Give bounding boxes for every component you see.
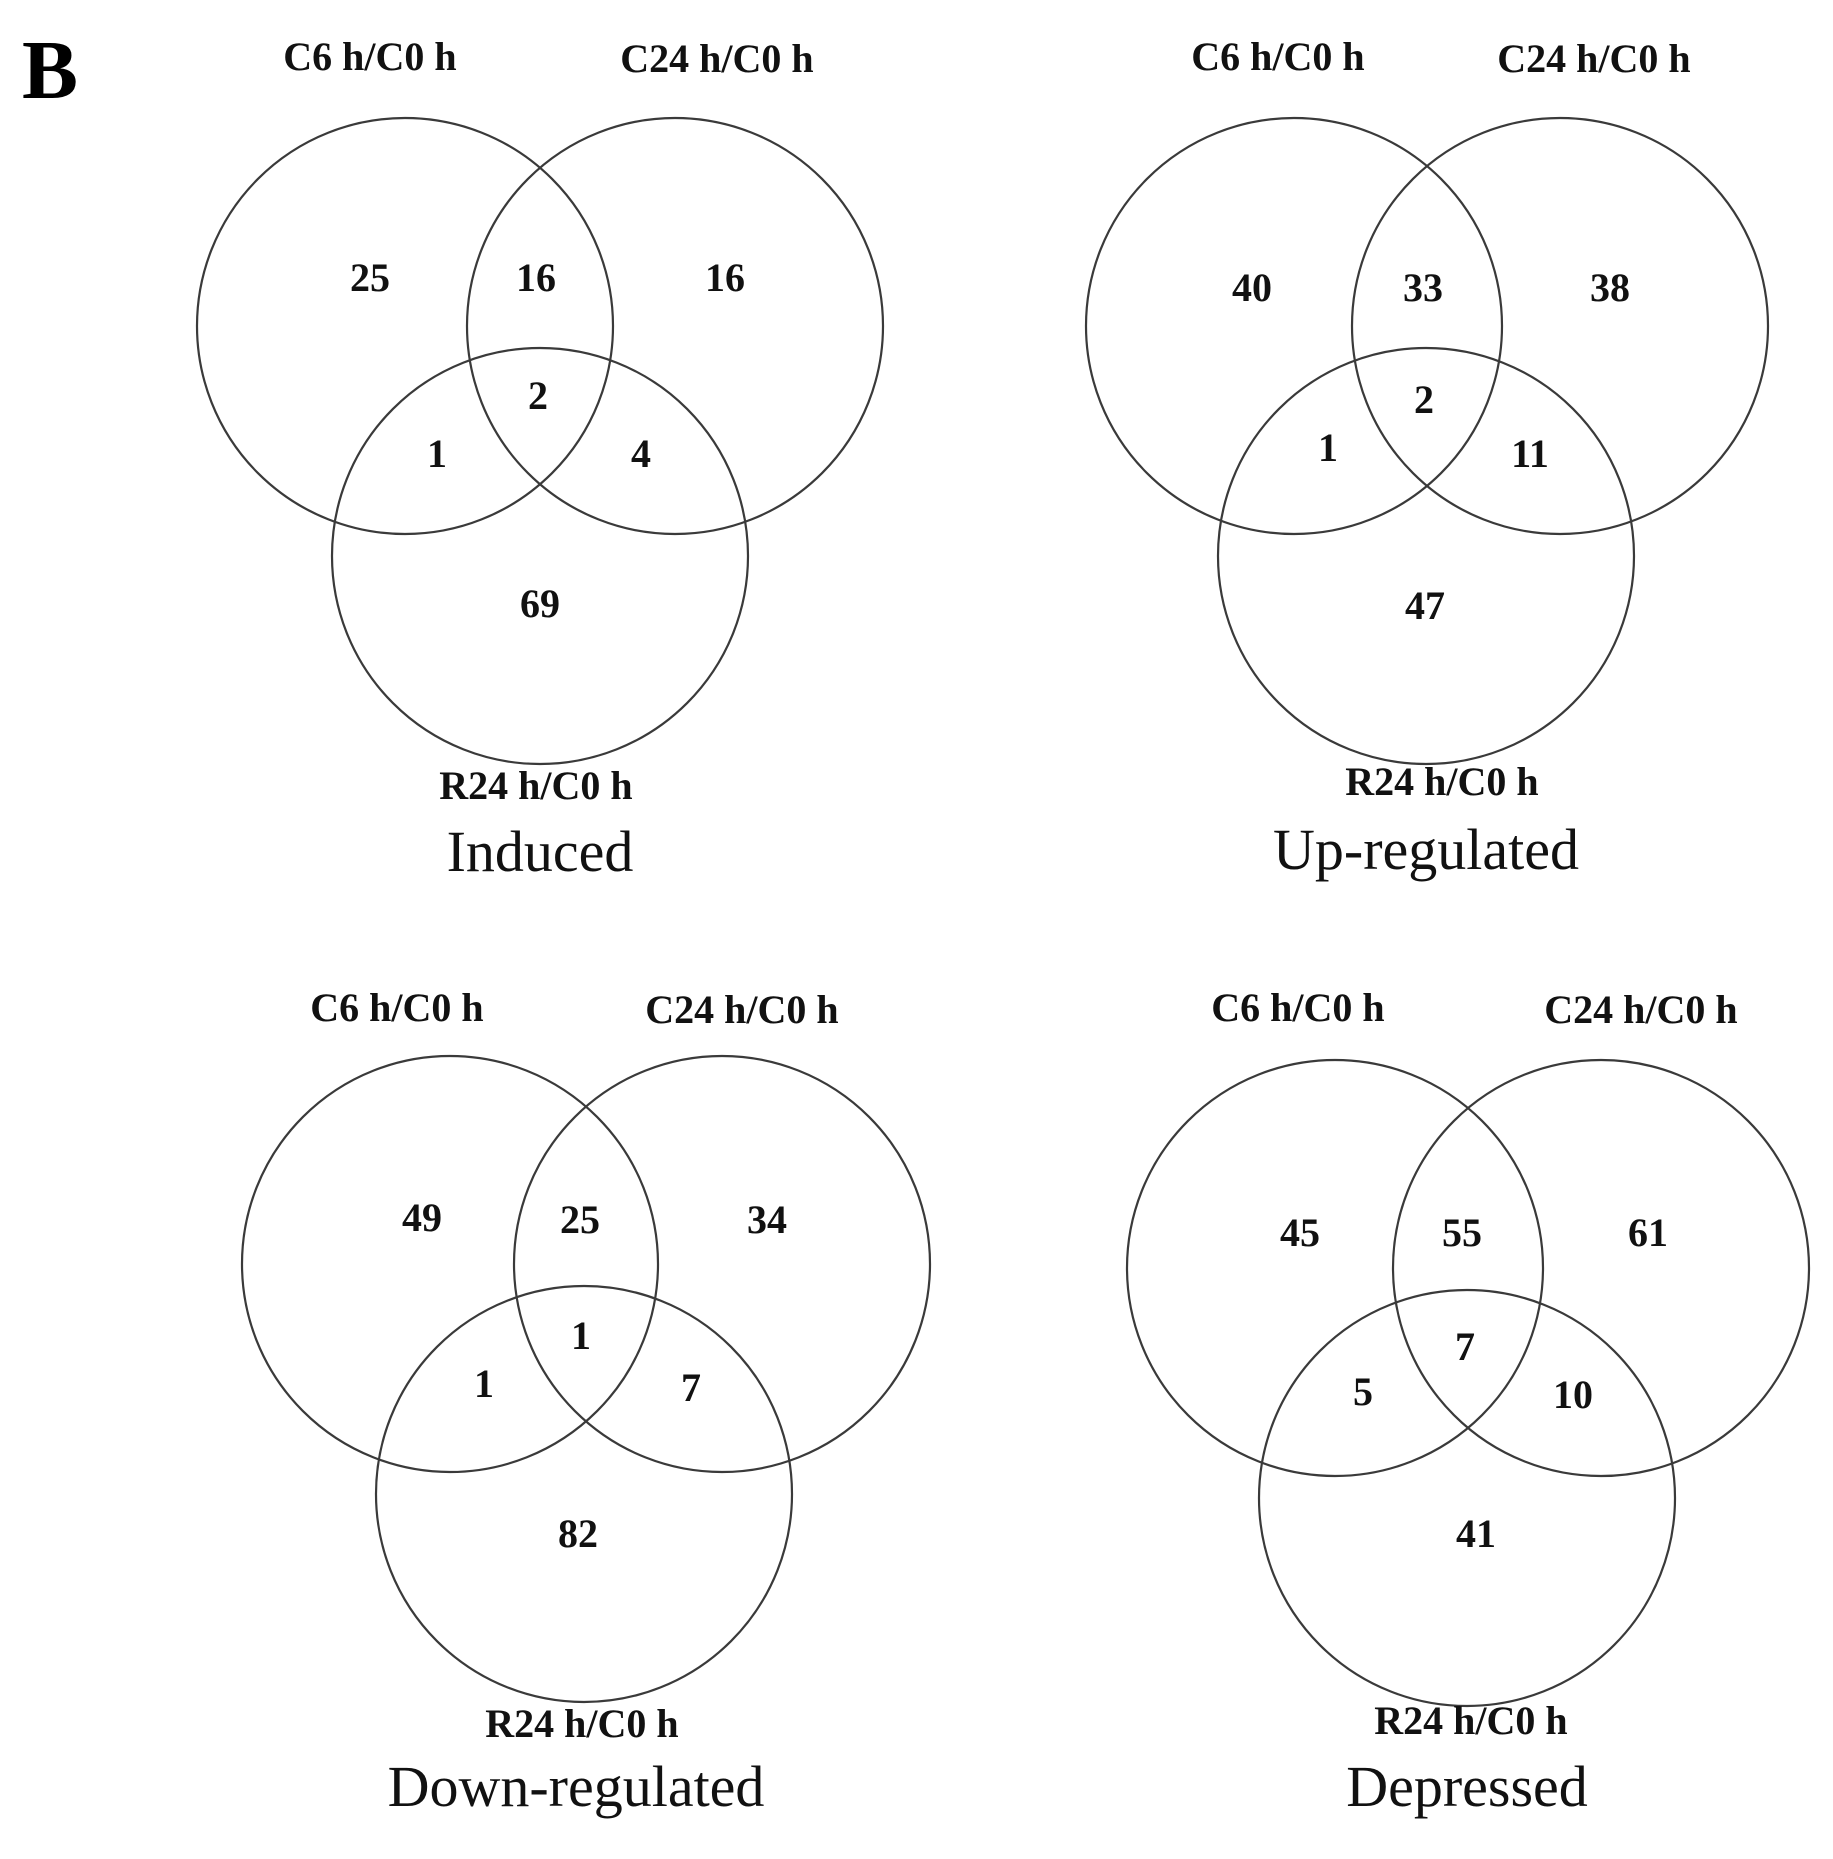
- panel-title: Down-regulated: [388, 1754, 765, 1819]
- region-count-only-a: 40: [1232, 265, 1272, 310]
- region-count-ac: 5: [1353, 1369, 1373, 1414]
- region-count-only-b: 61: [1628, 1210, 1668, 1255]
- region-count-ac: 1: [427, 431, 447, 476]
- region-count-bc: 4: [631, 431, 651, 476]
- c6h-set-circle: [195, 116, 615, 536]
- panel-title: Induced: [447, 819, 634, 884]
- c6h-set-label: C6 h/C0 h: [310, 985, 483, 1030]
- region-count-abc: 7: [1455, 1324, 1475, 1369]
- region-count-ab: 33: [1403, 265, 1443, 310]
- r24h-set-label: R24 h/C0 h: [439, 763, 632, 808]
- region-count-bc: 11: [1511, 431, 1549, 476]
- venn-panel-induced: C6 h/C0 h C24 h/C0 h R24 h/C0 h 25 16 16 2 1 4 69…: [195, 34, 885, 884]
- c24h-set-circle: [1391, 1058, 1811, 1478]
- region-count-abc: 2: [1414, 377, 1434, 422]
- region-count-ab: 55: [1442, 1210, 1482, 1255]
- c6h-set-label: C6 h/C0 h: [283, 34, 456, 79]
- region-count-bc: 7: [681, 1365, 701, 1410]
- panel-title: Up-regulated: [1273, 817, 1579, 882]
- region-count-only-a: 49: [402, 1195, 442, 1240]
- c6h-set-label: C6 h/C0 h: [1211, 985, 1384, 1030]
- c6h-set-circle: [240, 1054, 660, 1474]
- region-count-abc: 2: [528, 373, 548, 418]
- region-count-abc: 1: [571, 1313, 591, 1358]
- c24h-set-label: C24 h/C0 h: [1497, 36, 1690, 81]
- region-count-only-b: 38: [1590, 265, 1630, 310]
- c24h-set-label: C24 h/C0 h: [1544, 987, 1737, 1032]
- c6h-set-circle: [1125, 1058, 1545, 1478]
- r24h-set-label: R24 h/C0 h: [485, 1701, 678, 1746]
- c24h-set-label: C24 h/C0 h: [645, 987, 838, 1032]
- venn-panel-depressed: C6 h/C0 h C24 h/C0 h R24 h/C0 h 45 55 61 7 5 10 4…: [1125, 985, 1811, 1819]
- region-count-ab: 16: [516, 255, 556, 300]
- region-count-only-c: 47: [1405, 583, 1445, 628]
- region-count-only-b: 34: [747, 1197, 787, 1242]
- region-count-bc: 10: [1553, 1372, 1593, 1417]
- c6h-set-label: C6 h/C0 h: [1191, 34, 1364, 79]
- panel-title: Depressed: [1346, 1754, 1588, 1819]
- region-count-only-c: 82: [558, 1511, 598, 1556]
- c24h-set-label: C24 h/C0 h: [620, 36, 813, 81]
- r24h-set-circle: [374, 1284, 794, 1704]
- region-count-only-a: 45: [1280, 1210, 1320, 1255]
- region-count-only-b: 16: [705, 255, 745, 300]
- c6h-set-circle: [1084, 116, 1504, 536]
- region-count-ab: 25: [560, 1197, 600, 1242]
- panel-letter: B: [22, 24, 78, 117]
- region-count-ac: 1: [474, 1361, 494, 1406]
- r24h-set-circle: [1257, 1288, 1677, 1708]
- r24h-set-circle: [1216, 346, 1636, 766]
- region-count-ac: 1: [1318, 425, 1338, 470]
- region-count-only-a: 25: [350, 255, 390, 300]
- r24h-set-label: R24 h/C0 h: [1345, 759, 1538, 804]
- venn-panel-down-regulated: C6 h/C0 h C24 h/C0 h R24 h/C0 h 49 25 34 1 1 7 82…: [240, 985, 932, 1819]
- region-count-only-c: 69: [520, 581, 560, 626]
- region-count-only-c: 41: [1456, 1511, 1496, 1556]
- r24h-set-label: R24 h/C0 h: [1374, 1698, 1567, 1743]
- r24h-set-circle: [330, 346, 750, 766]
- c24h-set-circle: [1350, 116, 1770, 536]
- c24h-set-circle: [465, 116, 885, 536]
- c24h-set-circle: [512, 1054, 932, 1474]
